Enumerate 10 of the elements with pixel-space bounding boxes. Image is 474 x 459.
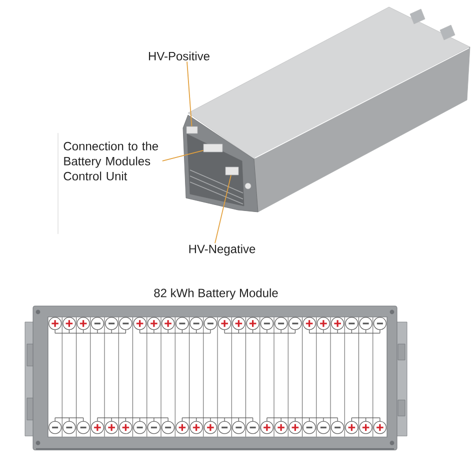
callout-label: Connection to the Battery Modules Control Unit — [64, 142, 158, 180]
callout-label: HV-Positive — [148, 52, 210, 60]
terminal-block — [225, 166, 239, 176]
leader-line — [214, 174, 232, 244]
leader-line — [162, 150, 204, 162]
callout-label: HV-Negative — [189, 244, 256, 256]
terminal-block — [186, 126, 198, 134]
leader-line — [186, 61, 192, 127]
heading: 82 kWh Battery Module — [154, 288, 278, 300]
terminal-block — [203, 144, 223, 152]
